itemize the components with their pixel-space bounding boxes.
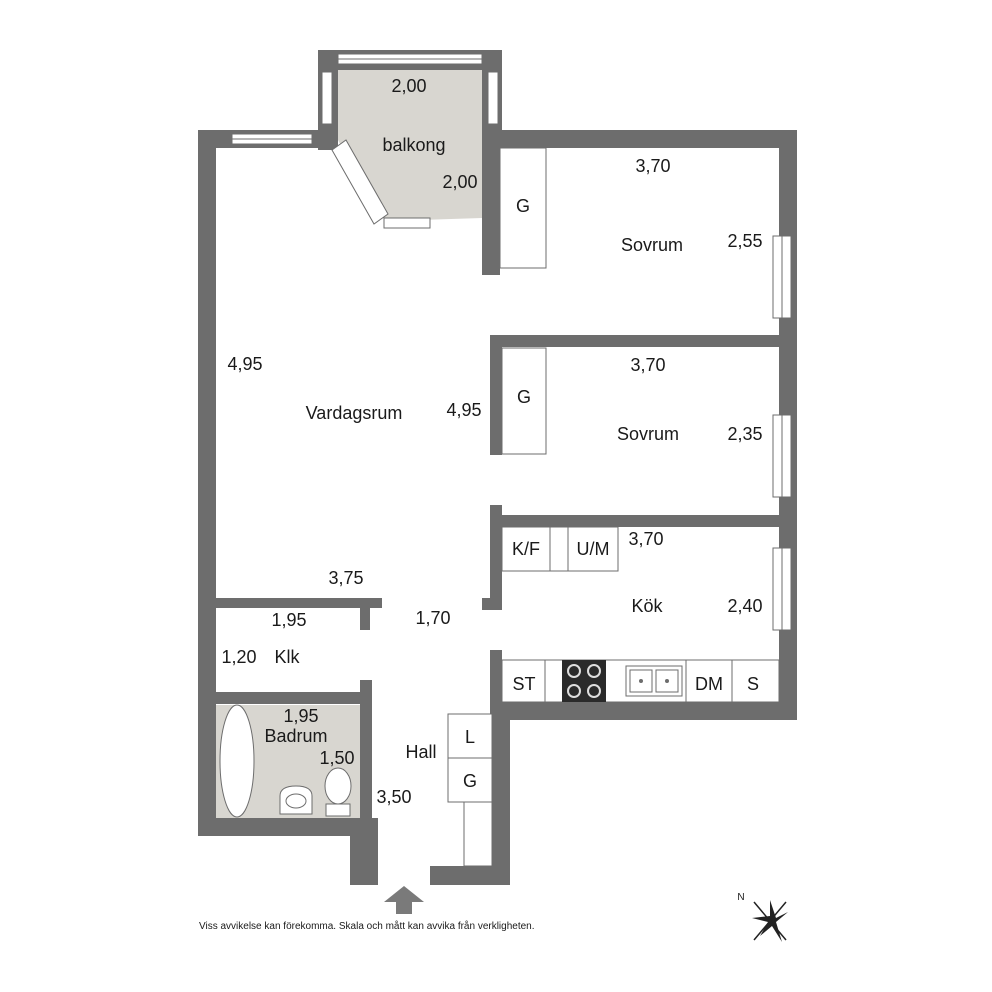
hall-closet-g: [447, 757, 493, 803]
dim-kok-width: 3,70: [628, 529, 663, 549]
dim-klk-depth: 1,20: [221, 647, 256, 667]
dim-klk-width: 1,95: [271, 610, 306, 630]
dim-sovrum-1-depth: 2,55: [727, 231, 762, 251]
fridge-freezer-unit: [501, 526, 551, 572]
dim-vardagsrum-height: 4,95: [227, 354, 262, 374]
stove-label: ST: [512, 674, 535, 694]
compass-icon: [752, 900, 788, 942]
dim-hall-length: 3,50: [376, 787, 411, 807]
dim-sovrum-2-depth: 2,35: [727, 424, 762, 444]
compass-north-label: N: [737, 892, 744, 903]
dim-passage: 1,70: [415, 608, 450, 628]
wardrobe-1-label: G: [516, 196, 530, 216]
dim-kok-depth: 2,40: [727, 596, 762, 616]
room-label-balkong: balkong: [382, 135, 445, 155]
wardrobe-1: [499, 147, 547, 269]
toilet-icon: [324, 767, 352, 817]
dim-badrum-width: 1,95: [283, 706, 318, 726]
sink-icon: [625, 665, 683, 697]
cooktop-icon: [562, 660, 606, 702]
room-label-klk: Klk: [274, 647, 300, 667]
room-label-hall: Hall: [405, 742, 436, 762]
cabinet-label: S: [747, 674, 759, 694]
room-label-kok: Kök: [631, 596, 663, 616]
hall-closet-g-label: G: [463, 771, 477, 791]
entrance-arrow-icon: [384, 886, 424, 914]
shower-icon: [219, 704, 255, 818]
room-label-badrum: Badrum: [264, 726, 327, 746]
microwave-unit: [567, 526, 619, 572]
washbasin-icon: [279, 785, 313, 815]
wardrobe-2: [501, 347, 547, 455]
fridge-freezer-label: K/F: [512, 539, 540, 559]
hall-closet-l: [447, 713, 493, 759]
disclaimer-text: Viss avvikelse kan förekomma. Skala och …: [199, 920, 535, 932]
dim-vardagsrum-width: 3,75: [328, 568, 363, 588]
dim-balkong-depth: 2,00: [442, 172, 477, 192]
room-label-sovrum-2: Sovrum: [617, 424, 679, 444]
balcony-floor: [338, 70, 482, 220]
walls: [198, 50, 797, 885]
dim-vardagsrum-inner: 4,95: [446, 400, 481, 420]
room-label-vardagsrum: Vardagsrum: [306, 403, 403, 423]
microwave-label: U/M: [577, 539, 610, 559]
hall-closet-lower: [463, 801, 493, 867]
kitchen-cabinet-unit: [549, 526, 569, 572]
windows: [231, 53, 792, 631]
room-label-sovrum-1: Sovrum: [621, 235, 683, 255]
dim-balkong-width: 2,00: [391, 76, 426, 96]
wardrobe-2-label: G: [517, 387, 531, 407]
dishwasher-label: DM: [695, 674, 723, 694]
dim-sovrum-1-width: 3,70: [635, 156, 670, 176]
dim-sovrum-2-width: 3,70: [630, 355, 665, 375]
dim-badrum-depth: 1,50: [319, 748, 354, 768]
hall-closet-l-label: L: [465, 727, 475, 747]
